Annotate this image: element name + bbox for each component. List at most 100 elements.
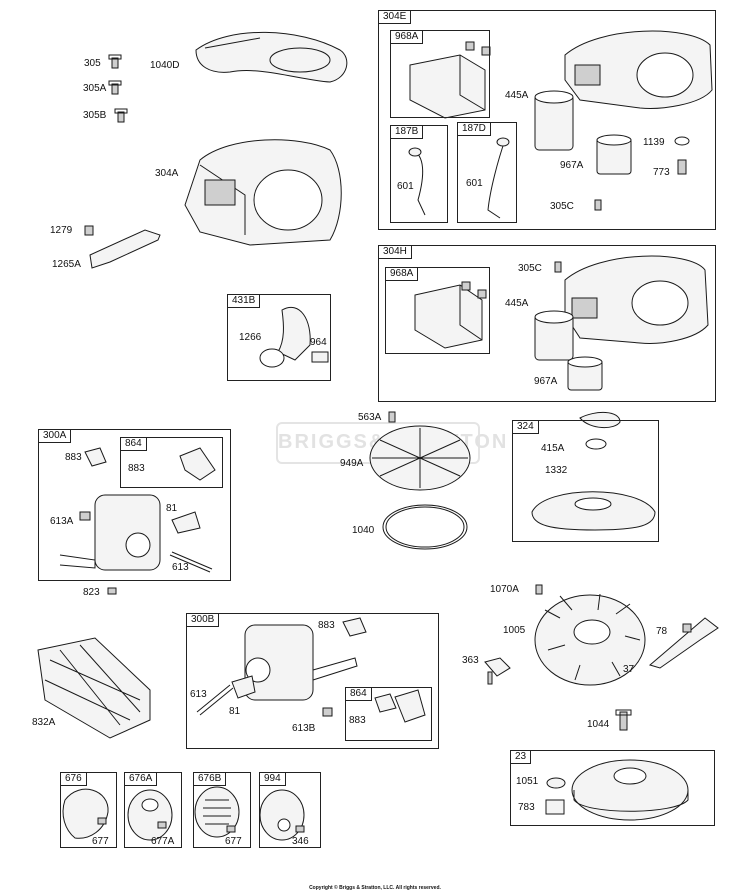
part-label-81-1: 81 [166,503,178,514]
part-label-305c-2: 305C [518,263,542,274]
flywheel-23-drawing [545,759,689,821]
part-label-1040d: 1040D [150,60,180,71]
kit-box-304e: 304E [378,10,716,230]
screw-305c-drawing-2 [554,261,562,273]
part-label-1040: 1040 [352,525,375,536]
part-label-823: 823 [83,587,100,598]
kit-box-994: 994 [259,772,321,848]
kit-number-23: 23 [511,751,532,764]
filter-445a-drawing-1 [534,90,574,151]
kit-box-676b: 676B [193,772,251,848]
muffler-300a-drawing [59,447,216,595]
kit-number-431b: 431B [228,295,261,308]
part-label-305c-1: 305C [550,201,574,212]
flywheel-fan-1005-drawing [534,584,646,686]
blower-housing-304a-drawing [184,139,342,246]
cover-676a-drawing [127,789,173,841]
part-label-305a: 305A [83,83,107,94]
prefilter-967a-drawing-2 [567,356,603,391]
kit-box-864-1: 864 [120,437,223,488]
part-label-1005: 1005 [503,625,526,636]
part-label-613-2: 613 [190,689,207,700]
kit-box-676: 676 [60,772,117,848]
part-label-563a: 563A [358,412,382,423]
kit-box-187d: 187D [457,122,517,223]
part-label-37: 37 [623,664,635,675]
prefilter-967a-drawing-1 [596,134,632,175]
guard-37-drawing [648,617,719,669]
kit-box-187b: 187B [390,125,448,223]
kit-number-864-1: 864 [121,438,147,451]
screw-305c-drawing-1 [594,199,602,211]
kit-number-324: 324 [513,421,539,434]
kit-number-968a-2: 968A [386,268,419,281]
nut-773-drawing [677,159,687,175]
kit-number-187b: 187B [391,126,424,139]
kit-box-324: 324 [512,420,659,542]
kit-box-968a-1: 968A [390,30,490,118]
cover-676-drawing [62,788,109,839]
part-label-305: 305 [84,58,101,69]
part-label-415a: 415A [541,443,565,454]
part-label-1265a: 1265A [52,259,81,270]
part-label-1139: 1139 [643,137,665,148]
washer-1139-drawing [674,136,690,146]
part-label-949a: 949A [340,458,364,469]
blower-housing-304e-drawing [564,30,713,109]
cover-324-drawing [531,412,656,531]
blower-housing-304h-drawing [564,255,709,344]
kit-number-676b: 676B [194,773,227,786]
kit-number-304h: 304H [379,246,412,259]
muffler-300b-drawing [196,617,426,723]
rotating-screen-949a-drawing [369,411,471,491]
air-cleaner-968a-drawing-2 [414,281,487,349]
part-label-677-1: 677 [92,836,109,847]
kit-box-23: 23 [510,750,715,826]
kit-number-187d: 187D [458,123,491,136]
part-label-601-2: 601 [466,178,483,189]
part-label-613a: 613A [50,516,74,527]
part-label-883-2: 883 [128,463,145,474]
part-label-304a: 304A [155,168,179,179]
part-label-305b: 305B [83,110,107,121]
part-label-346: 346 [292,836,309,847]
part-label-883-1: 883 [65,452,82,463]
tube-601-drawing-b [487,137,510,219]
kit-box-864-2: 864 [345,687,432,741]
part-label-883-4: 883 [349,715,366,726]
copyright-notice: Copyright © Briggs & Stratton, LLC. All … [309,885,441,891]
part-label-445a-2: 445A [505,298,529,309]
kit-box-304h: 304H [378,245,716,402]
kit-box-968a-2: 968A [385,267,490,354]
kit-number-300a: 300A [39,430,72,443]
part-label-773: 773 [653,167,670,178]
ring-1040-drawing [382,504,468,550]
tube-601-drawing-a [408,147,426,216]
part-label-677-2: 677 [225,836,242,847]
kit-box-300b: 300B [186,613,439,749]
blower-cover-1040d-drawing [195,31,348,83]
part-label-613-1: 613 [172,562,189,573]
part-label-967a-2: 967A [534,376,558,387]
part-label-613b: 613B [292,723,316,734]
part-label-783: 783 [518,802,535,813]
air-cleaner-968a-drawing-1 [409,41,491,119]
bracket-363-drawing [484,657,511,685]
part-label-1266: 1266 [239,332,262,343]
guard-832a-drawing [37,637,151,739]
kit-box-431b: 431B [227,294,331,381]
kit-box-676a: 676A [124,772,182,848]
kit-number-864-2: 864 [346,688,372,701]
screws-305-drawing [108,54,128,123]
part-label-677a: 677A [151,836,175,847]
part-label-78: 78 [656,626,668,637]
screw-1044-drawing [615,709,632,731]
part-label-363: 363 [462,655,479,666]
kit-number-300b: 300B [187,614,220,627]
elbow-431b-drawing [259,307,329,368]
bracket-1265a-drawing [84,225,161,269]
part-label-1332: 1332 [545,465,568,476]
part-label-81-2: 81 [229,706,241,717]
